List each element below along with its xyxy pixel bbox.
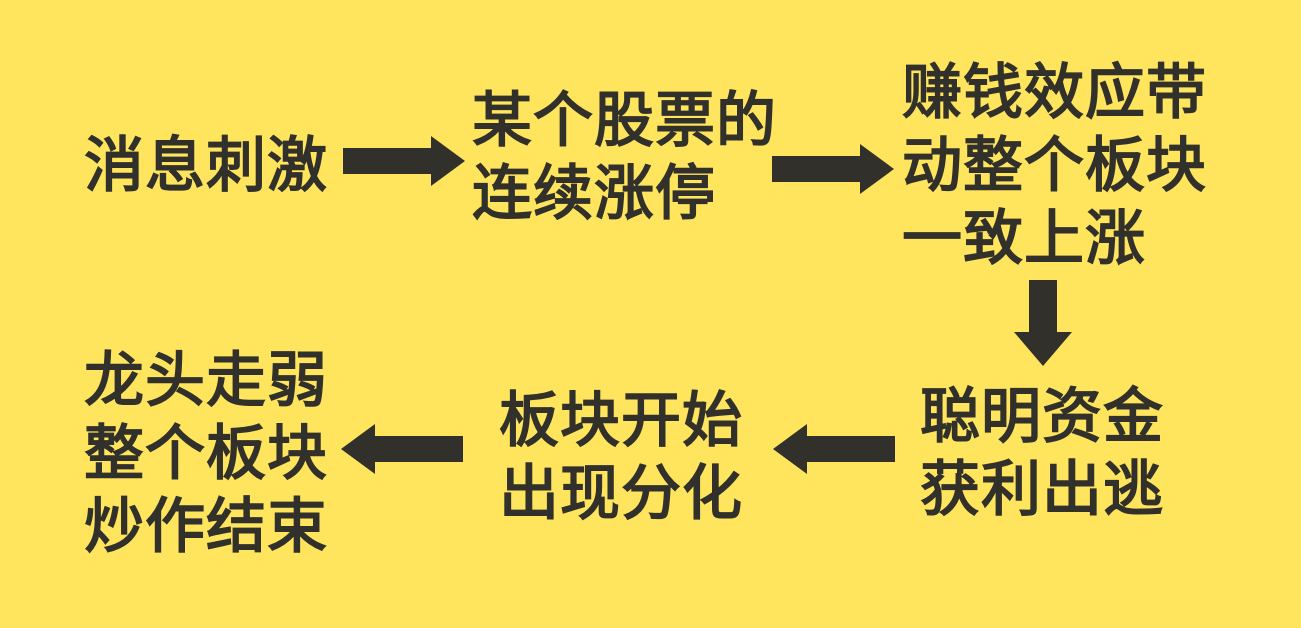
arrow-down-icon xyxy=(1014,280,1072,366)
flow-node-line: 炒作结束 xyxy=(84,493,328,560)
flow-node-stock-limit-up: 某个股票的 连续涨停 xyxy=(472,84,777,230)
flow-node-line: 赚钱效应带 xyxy=(902,59,1207,126)
flow-node-rally-over: 龙头走弱 整个板块 炒作结束 xyxy=(84,344,328,563)
flow-node-line: 龙头走弱 xyxy=(84,347,328,414)
flow-node-line: 获利出逃 xyxy=(920,456,1164,523)
flow-node-line: 消息刺激 xyxy=(84,132,328,199)
flow-node-line: 板块开始 xyxy=(499,387,743,454)
flow-node-sector-divergence: 板块开始 出现分化 xyxy=(499,384,743,530)
arrow-left-icon xyxy=(341,424,463,474)
flow-node-line: 聪明资金 xyxy=(920,383,1164,450)
flow-node-smart-money-exit: 聪明资金 获利出逃 xyxy=(920,380,1164,526)
arrow-right-icon xyxy=(343,136,465,186)
flow-node-news-stimulus: 消息刺激 xyxy=(84,129,328,202)
flow-node-line: 出现分化 xyxy=(499,460,743,527)
flow-node-sector-rally: 赚钱效应带 动整个板块 一致上涨 xyxy=(902,56,1207,275)
flow-node-line: 连续涨停 xyxy=(472,160,716,227)
arrow-right-icon xyxy=(772,144,894,194)
flow-node-line: 某个股票的 xyxy=(472,87,777,154)
arrow-left-icon xyxy=(773,424,895,474)
flow-node-line: 动整个板块 xyxy=(902,132,1207,199)
flow-node-line: 整个板块 xyxy=(84,420,328,487)
flow-node-line: 一致上涨 xyxy=(902,205,1146,272)
